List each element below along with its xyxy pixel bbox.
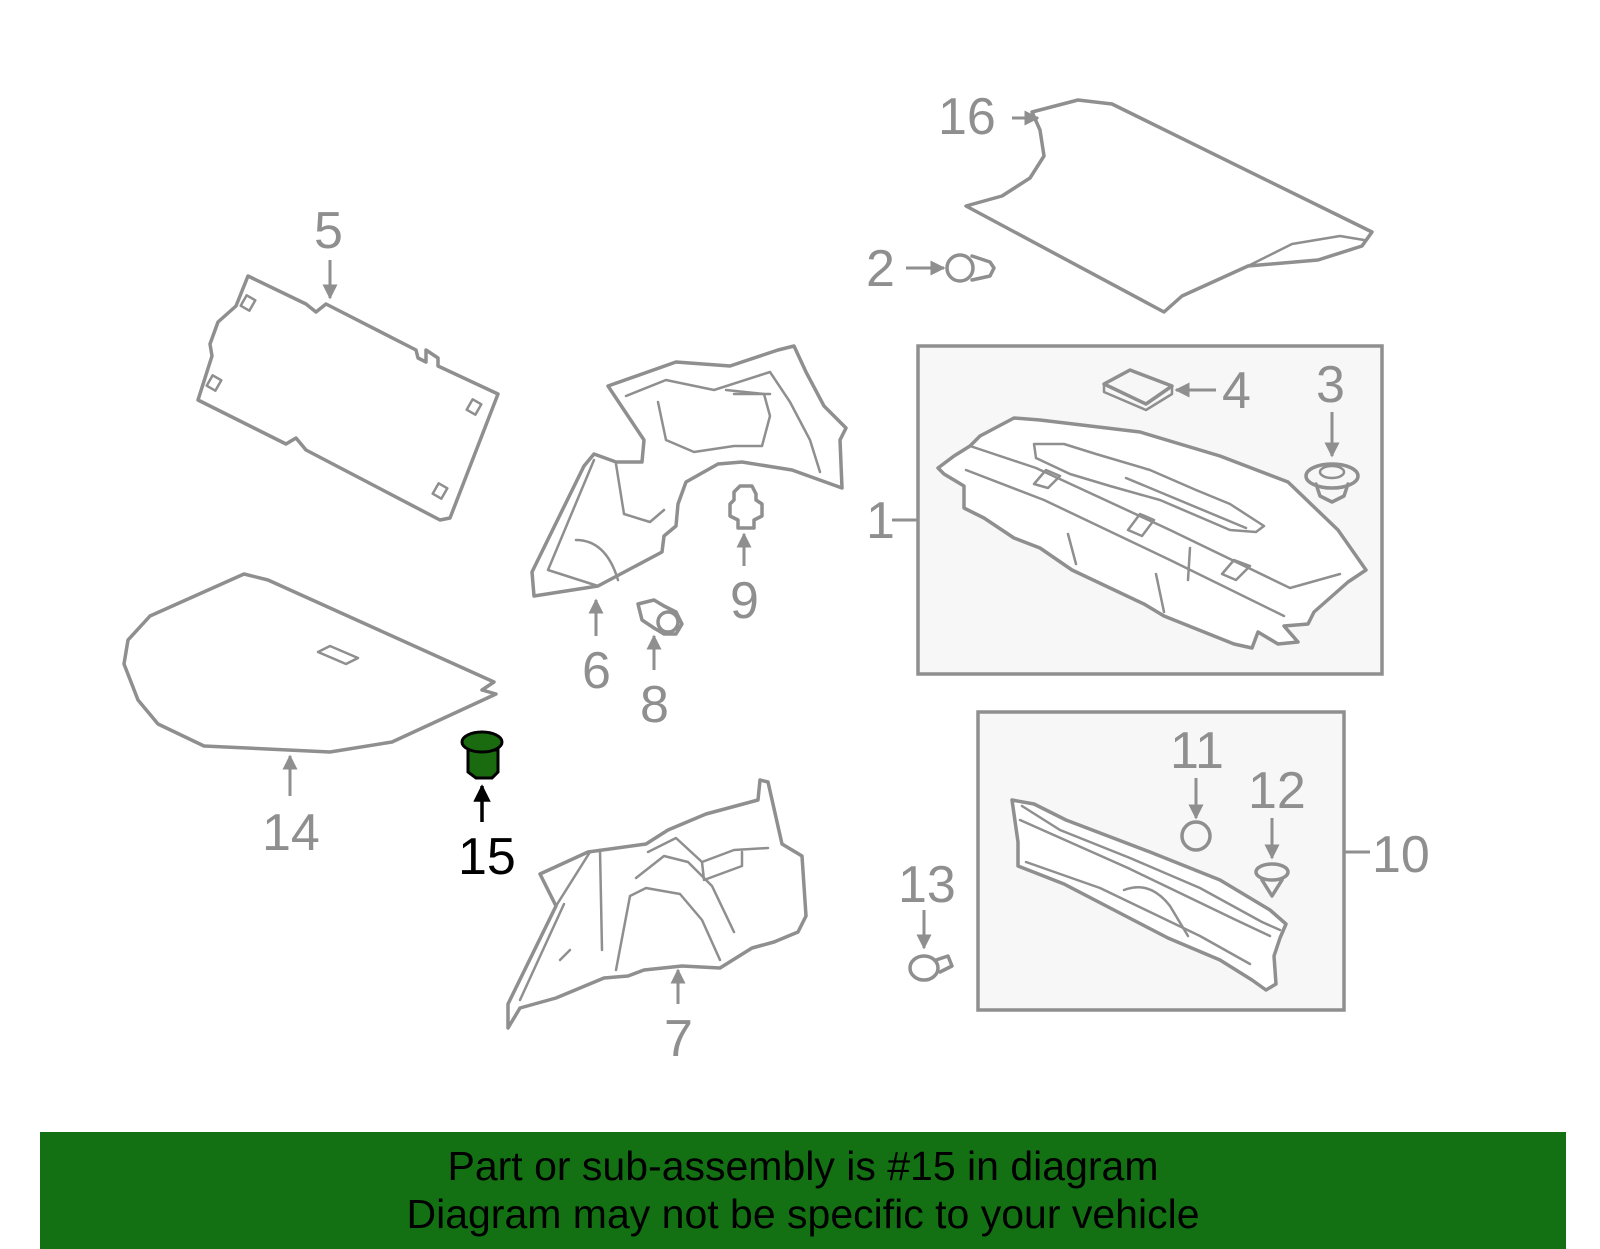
callout-1: 1 — [866, 492, 895, 550]
callout-15: 15 — [458, 828, 516, 886]
callout-11: 11 — [1170, 722, 1224, 780]
callout-9: 9 — [730, 572, 759, 630]
part-14-floor-mat — [122, 572, 498, 754]
callout-7: 7 — [664, 1010, 693, 1068]
callout-16: 16 — [938, 88, 996, 146]
callout-13: 13 — [898, 856, 956, 914]
banner-line-1: Part or sub-assembly is #15 in diagram — [447, 1143, 1159, 1189]
part-12-clip — [1254, 862, 1290, 898]
callout-8: 8 — [640, 676, 669, 734]
callout-3: 3 — [1316, 356, 1345, 414]
callout-10: 10 — [1372, 826, 1430, 884]
info-banner: Part or sub-assembly is #15 in diagram D… — [40, 1132, 1566, 1249]
banner-line-2: Diagram may not be specific to your vehi… — [406, 1191, 1200, 1237]
callout-6: 6 — [582, 642, 611, 700]
part-3-grommet — [1304, 462, 1360, 504]
callout-5: 5 — [314, 202, 343, 260]
part-13-clip — [908, 954, 954, 982]
part-4-pad — [1102, 368, 1174, 412]
callout-2: 2 — [866, 240, 895, 298]
part-8-clip — [636, 598, 684, 636]
callout-12: 12 — [1248, 762, 1306, 820]
part-16-tray-cover — [964, 98, 1374, 314]
callout-4: 4 — [1222, 362, 1251, 420]
callout-14: 14 — [262, 804, 320, 862]
part-2-clip — [945, 253, 996, 283]
part-5-panel — [196, 274, 500, 522]
parts-diagram: 16 2 5 6 9 8 14 — [122, 88, 1430, 1068]
part-15-plug — [460, 730, 504, 780]
part-1-rear-shelf — [936, 416, 1368, 650]
part-7-lower-trim — [506, 778, 808, 1030]
part-6-side-trim — [530, 344, 848, 598]
part-10-panel-trim — [1010, 798, 1288, 992]
part-11-cap — [1180, 820, 1212, 852]
part-9-clip — [728, 484, 764, 530]
